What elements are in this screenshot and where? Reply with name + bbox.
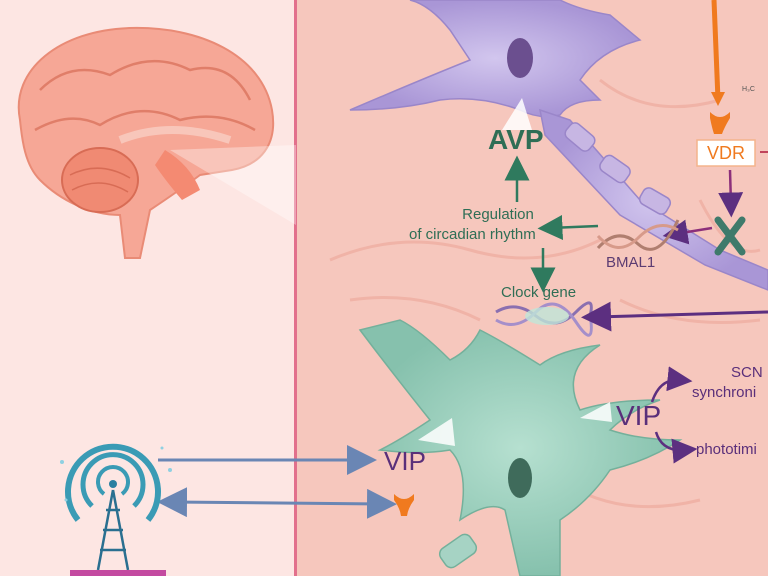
scn-label-line2: synchroni [692, 384, 757, 401]
release-highlight-right [580, 402, 612, 422]
scn-label-line1: SCN [731, 364, 763, 381]
vip-to-scn-arrow [650, 366, 693, 403]
neuron-top-nucleus [507, 38, 533, 78]
regulation-label-line1: Regulation [462, 206, 534, 223]
input-to-clock-arrow [581, 301, 768, 332]
neuron-bottom [358, 319, 683, 576]
formula-label: H₃C [742, 86, 755, 93]
bmal1-label: BMAL1 [606, 254, 656, 271]
phototiming-label: phototimi [696, 441, 757, 458]
release-highlight-top [502, 98, 532, 130]
bmal1-to-regulation-arrow [537, 214, 599, 240]
vdr-arrow [718, 169, 744, 218]
background-dendrites [329, 78, 761, 509]
clock-gene-label: Clock gene [501, 284, 577, 301]
signal-receptor-bidirectional-arrow [157, 487, 397, 519]
vip-to-phototiming-arrow [654, 431, 698, 464]
release-highlight-left [418, 418, 455, 446]
bottom-axon [438, 533, 478, 569]
antenna-icon [65, 443, 166, 576]
chromosome-icon [714, 216, 746, 256]
dna-icon [596, 219, 680, 251]
vip-left-label: VIP [384, 446, 426, 476]
regulation-label-line2: of circadian rhythm [409, 226, 536, 243]
vip-right-label: VIP [616, 400, 662, 431]
brain-icon [17, 26, 296, 259]
vdr-label-box [696, 139, 756, 167]
antenna-sparkles [60, 446, 172, 502]
neuron-bottom-nucleus [508, 458, 532, 498]
vitamin-d-arrow [711, 0, 725, 106]
chromosome-to-bmal1-arrow [662, 219, 713, 245]
panel-divider [294, 0, 297, 576]
receptor-icon [710, 112, 730, 134]
axon-segments [564, 122, 672, 215]
vdr-label: VDR [706, 143, 745, 163]
clock-gene-highlight [525, 307, 569, 325]
avp-label: AVP [488, 124, 544, 155]
vip-receptor-icon [394, 494, 414, 516]
